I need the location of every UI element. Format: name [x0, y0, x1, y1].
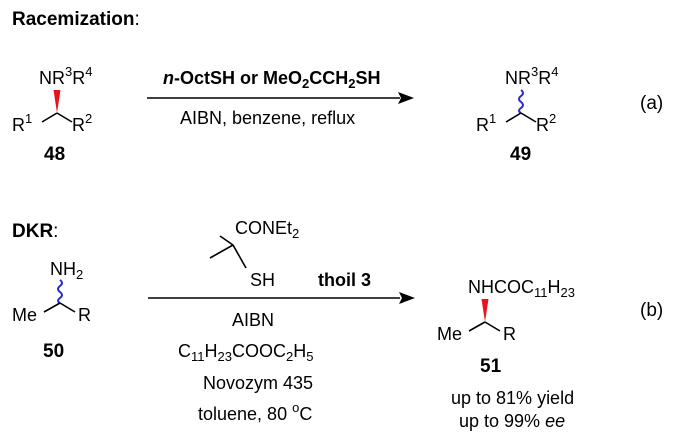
reagents-above-arrow-a: n-OctSH or MeO2CCH2SH: [163, 68, 381, 91]
compound-50: NH2 Me R 50: [12, 259, 91, 362]
methyl-group-50: Me: [12, 305, 37, 325]
condition-aibn: AIBN: [232, 310, 274, 330]
stereo-wedge-bond: [481, 299, 489, 322]
r1-group-48: R1: [12, 111, 32, 135]
amine-group-50: NH2: [50, 259, 83, 282]
r2-group-48: R2: [72, 111, 92, 135]
arrow-head-b: [399, 292, 415, 304]
arrow-head-a: [398, 92, 414, 104]
r1-group-49: R1: [476, 111, 496, 135]
stereo-wedge-bond: [53, 90, 61, 113]
bond-c-r1: [41, 112, 58, 123]
bond-ch-amide: [219, 235, 234, 246]
compound-label-49: 49: [510, 144, 531, 165]
scheme-tag-b: (b): [640, 300, 663, 321]
compound-49: NR3R4 R1 R2 49: [476, 64, 558, 165]
bond-c-r1: [505, 112, 522, 123]
compound-label-48: 48: [44, 144, 65, 165]
compound-label-51: 51: [480, 356, 502, 377]
condition-solvent-temp: toluene, 80 oC: [198, 400, 312, 424]
bond-c-r: [59, 302, 76, 313]
compound-label-50: 50: [43, 341, 64, 362]
heading-dkr: DKR:: [12, 221, 58, 242]
bond-ch-sh: [232, 244, 247, 269]
amine-group-48: NR3R4: [39, 64, 92, 88]
r-group-51: R: [503, 324, 516, 344]
conditions-below-arrow-a: AIBN, benzene, reflux: [180, 108, 355, 128]
heading-racemization: Racemization:: [12, 9, 140, 30]
amide-group: CONEt2: [235, 218, 299, 241]
amine-group-49: NR3R4: [505, 64, 558, 88]
methyl-group-51: Me: [437, 324, 462, 344]
result-ee: up to 99% ee: [459, 411, 565, 431]
r2-group-49: R2: [536, 111, 556, 135]
wavy-bond: [518, 89, 524, 114]
result-yield: up to 81% yield: [451, 388, 574, 408]
condition-ester: C11H23COOC2H5: [178, 341, 313, 364]
bond-me-c: [43, 302, 61, 313]
bond-c-r: [484, 321, 501, 332]
bond-ch-methyl: [209, 244, 234, 259]
bond-c-r2: [520, 112, 537, 123]
bond-me-c: [468, 321, 486, 332]
r-group-50: R: [78, 305, 91, 325]
compound-51: NHCOC11H23 Me R 51: [437, 277, 575, 377]
wavy-bond: [57, 279, 63, 304]
condition-enzyme: Novozym 435: [203, 373, 313, 393]
thiol-sh-group: SH: [250, 270, 275, 290]
thiol-name: thoil 3: [318, 270, 371, 290]
compound-48: NR3R4 R1 R2 48: [12, 64, 92, 165]
amide-group-51: NHCOC11H23: [468, 277, 575, 300]
scheme-tag-a: (a): [640, 93, 663, 114]
thiol-3-structure: CONEt2 SH thoil 3: [209, 218, 371, 290]
bond-c-r2: [56, 112, 73, 123]
